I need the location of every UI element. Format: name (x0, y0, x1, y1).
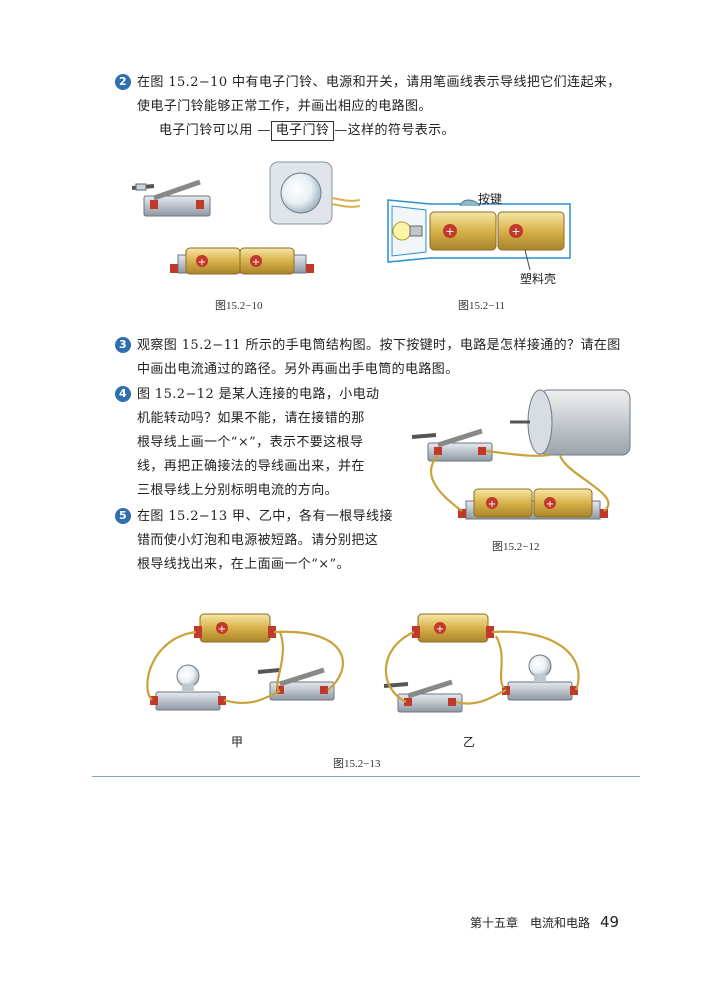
caption-15-2-10: 图15.2−10 (215, 300, 263, 312)
flashlight-bulb (392, 221, 423, 241)
q2-note-after: —这样的符号表示。 (334, 123, 455, 138)
q2-note-before: 电子门铃可以用 — (159, 123, 271, 138)
battery-holder: + + (170, 247, 314, 275)
light-bulb (150, 664, 226, 711)
q2-line2: 使电子门铃能够正常工作，并画出相应的电路图。 (137, 99, 432, 114)
plus-sign: + (445, 225, 454, 238)
question-number-3: 3 (115, 337, 131, 353)
question-4: 4 图 15.2−12 是某人连接的电路，小电动 机能转动吗？如果不能，请在接错的… (115, 383, 405, 503)
plus-sign: + (436, 624, 444, 635)
q4-line: 图 15.2−12 是某人连接的电路，小电动 (137, 387, 380, 402)
q5-line: 根导线找出来，在上面画一个“×”。 (137, 557, 350, 572)
chapter-title: 第十五章 电流和电路 (470, 916, 591, 930)
label-jia: 甲 (231, 735, 244, 749)
plus-sign: + (511, 225, 520, 238)
battery: + (412, 613, 494, 643)
question-number-5: 5 (115, 508, 131, 524)
q2-line1: 在图 15.2−10 中有电子门铃、电源和开关，请用笔画线表示导线把它们连起来， (137, 75, 621, 90)
press-button (459, 199, 481, 207)
knife-switch (411, 428, 493, 462)
figure-15-2-13-jia: + (146, 613, 344, 711)
doorbell-symbol: 电子门铃 (270, 121, 335, 141)
electric-motor (510, 389, 631, 456)
question-5: 5 在图 15.2−13 甲、乙中，各有一根导线接 错而使小灯泡和电源被短路。请分… (115, 505, 405, 577)
knife-switch (131, 179, 211, 217)
figure-15-2-10: + + (131, 161, 361, 275)
q3-line2: 中画出电流通过的路径。另外再画出手电筒的电路图。 (137, 362, 459, 377)
q5-line: 错而使小灯泡和电源被短路。请分别把这 (137, 533, 379, 548)
knife-switch (383, 679, 463, 713)
battery-holder: + + (458, 488, 608, 520)
wires (429, 449, 610, 512)
q3-line1: 观察图 15.2−11 所示的手电筒结构图。按下按键时，电路是怎样接通的？请在图 (137, 338, 621, 353)
plus-sign: + (252, 257, 260, 268)
figure-15-2-12: + + (411, 389, 631, 520)
battery (497, 211, 565, 251)
q4-line: 机能转动吗？如果不能，请在接错的那 (137, 411, 365, 426)
electronic-doorbell (269, 161, 361, 225)
caption-15-2-11: 图15.2−11 (458, 300, 506, 312)
q4-line: 线，再把正确接法的导线画出来，并在 (137, 459, 365, 474)
plus-sign: + (488, 499, 496, 510)
caption-15-2-12: 图15.2−12 (492, 541, 540, 553)
plus-sign: + (198, 257, 206, 268)
battery: + (194, 613, 276, 643)
question-2: 2 在图 15.2−10 中有电子门铃、电源和开关，请用笔画线表示导线把它们连起来… (115, 71, 655, 143)
light-bulb (502, 654, 578, 701)
q4-line: 三根导线上分别标明电流的方向。 (137, 483, 339, 498)
question-3: 3 观察图 15.2−11 所示的手电筒结构图。按下按键时，电路是怎样接通的？请在… (115, 334, 655, 382)
figure-15-2-11: + + (387, 199, 571, 271)
plus-sign: + (218, 624, 226, 635)
knife-switch (257, 667, 335, 701)
q5-line: 在图 15.2−13 甲、乙中，各有一根导线接 (137, 509, 393, 524)
label-button: 按键 (478, 192, 503, 206)
label-yi: 乙 (463, 735, 476, 749)
question-number-4: 4 (115, 386, 131, 402)
caption-15-2-13: 图15.2−13 (333, 758, 381, 770)
label-plastic-shell: 塑料壳 (520, 272, 557, 286)
figure-15-2-13-yi: + (383, 613, 580, 713)
wires (146, 630, 344, 705)
page-footer: 第十五章 电流和电路 49 (470, 913, 619, 931)
page-number: 49 (600, 913, 620, 931)
q4-line: 根导线上画一个“×”，表示不要这根导 (137, 435, 364, 450)
horizontal-rule (92, 776, 640, 777)
question-number-2: 2 (115, 74, 131, 90)
wires (384, 630, 580, 705)
battery (429, 211, 497, 251)
plus-sign: + (546, 499, 554, 510)
